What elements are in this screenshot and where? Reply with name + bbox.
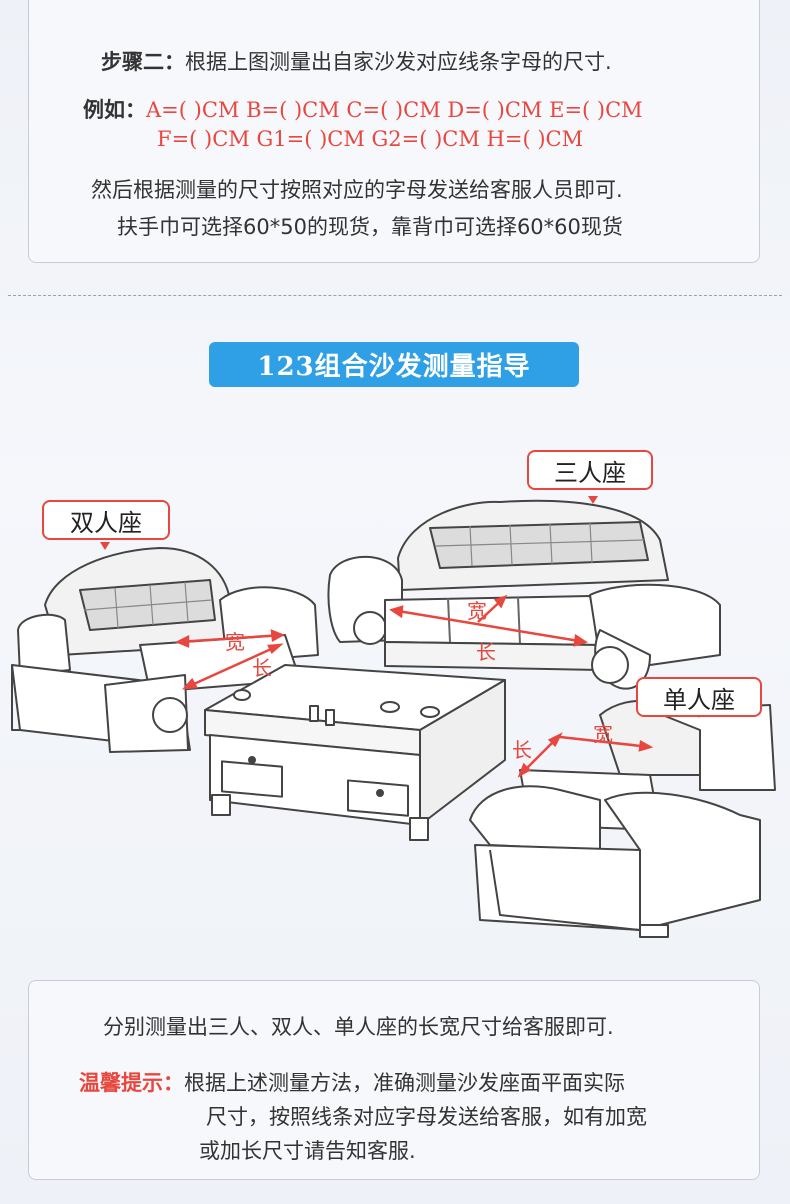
- single-seat-sofa: [469, 699, 776, 938]
- three-seat-length-label: 长: [476, 640, 496, 664]
- example-row-1: A=( )CM B=( )CM C=( )CM D=( )CM E=( )CM: [146, 98, 643, 122]
- instruction-2: 扶手巾可选择60*50的现货，靠背巾可选择60*60现货: [117, 215, 623, 239]
- tip-prefix: 温馨提示：: [79, 1071, 184, 1095]
- tip-line-2: 尺寸，按照线条对应字母发送给客服，如有加宽: [206, 1105, 647, 1129]
- instruction-1: 然后根据测量的尺寸按照对应的字母发送给客服人员即可.: [91, 178, 623, 202]
- three-seat-label: 三人座: [527, 450, 653, 490]
- two-seat-length-label: 长: [252, 656, 272, 680]
- info-card-bottom: 分别测量出三人、双人、单人座的长宽尺寸给客服即可. 温馨提示：根据上述测量方法，…: [28, 980, 760, 1180]
- three-seat-width-label: 宽: [467, 599, 487, 623]
- two-seat-sofa: [11, 547, 319, 753]
- coffee-table: [204, 664, 506, 841]
- bottom-summary: 分别测量出三人、双人、单人座的长宽尺寸给客服即可.: [103, 1015, 614, 1039]
- example-line-1: 例如：A=( )CM B=( )CM C=( )CM D=( )CM E=( )…: [83, 94, 643, 124]
- single-seat-length-label: 长: [512, 738, 532, 762]
- single-seat-width-label: 宽: [593, 722, 613, 746]
- section-title: 123组合沙发测量指导: [209, 342, 579, 387]
- sofa-drawing: [11, 496, 776, 938]
- example-prefix: 例如：: [83, 98, 146, 122]
- tip-line-3: 或加长尺寸请告知客服.: [199, 1139, 416, 1163]
- two-seat-width-label: 宽: [225, 630, 245, 654]
- step-line: 步骤二：根据上图测量出自家沙发对应线条字母的尺寸.: [101, 46, 612, 76]
- single-seat-label: 单人座: [636, 677, 762, 717]
- section-divider: [8, 295, 782, 296]
- sofa-illustration: 宽 长 宽 长 宽 长 三人座 双人座 单人座: [0, 430, 790, 970]
- info-card-top: 步骤二：根据上图测量出自家沙发对应线条字母的尺寸. 例如：A=( )CM B=(…: [28, 0, 760, 263]
- example-row-2: F=( )CM G1=( )CM G2=( )CM H=( )CM: [157, 127, 584, 151]
- tip-text-1: 根据上述测量方法，准确测量沙发座面平面实际: [184, 1071, 625, 1095]
- two-seat-label: 双人座: [42, 500, 170, 540]
- step-prefix: 步骤二：: [101, 50, 185, 74]
- step-text: 根据上图测量出自家沙发对应线条字母的尺寸.: [185, 50, 612, 74]
- three-seat-sofa: [327, 499, 721, 690]
- tip-line-1: 温馨提示：根据上述测量方法，准确测量沙发座面平面实际: [79, 1067, 625, 1097]
